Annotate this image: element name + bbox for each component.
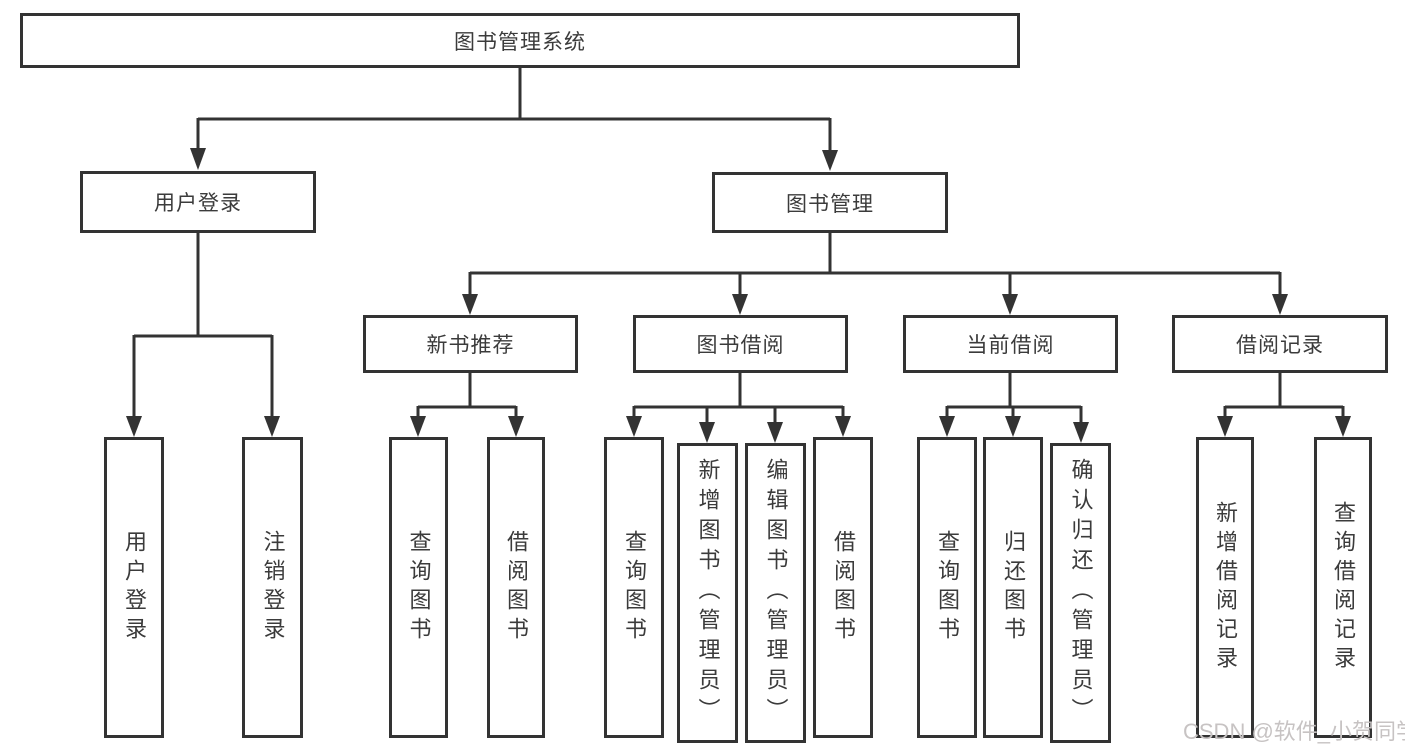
node-book-borrowing-label: 图书借阅 bbox=[696, 334, 785, 357]
connector-currentborrow-to-leaves bbox=[945, 373, 1083, 426]
csdn-watermark: CSDN @软件_小贺同学 bbox=[1183, 719, 1405, 744]
leaf-rec-borrow-books-label: 借阅图书 bbox=[504, 529, 529, 646]
leaf-bb-edit-books-admin-label: 编辑图书（管理员） bbox=[763, 458, 789, 728]
leaf-logout: 注销登录 bbox=[242, 437, 303, 738]
connector-borrowrecord-to-leaves bbox=[1223, 373, 1345, 420]
connector-bookborrow-to-leaves bbox=[632, 373, 845, 426]
leaf-br-query-record-label: 查询借阅记录 bbox=[1331, 500, 1356, 675]
leaf-cb-return-books: 归还图书 bbox=[983, 437, 1043, 738]
leaf-logout-label: 注销登录 bbox=[260, 529, 286, 646]
connector-bookmgmt-to-level3 bbox=[468, 233, 1282, 297]
leaf-rec-query-books-label: 查询图书 bbox=[406, 529, 432, 646]
leaf-rec-query-books: 查询图书 bbox=[389, 437, 448, 738]
leaf-user-login-label: 用户登录 bbox=[122, 529, 147, 646]
connector-userlogin-to-leaves bbox=[132, 232, 274, 419]
leaf-cb-query-books: 查询图书 bbox=[917, 437, 977, 738]
node-book-borrowing: 图书借阅 bbox=[633, 315, 848, 373]
arrowheads-newbookrec-leaves bbox=[410, 416, 524, 437]
leaf-cb-query-books-label: 查询图书 bbox=[935, 529, 960, 646]
leaf-bb-borrow-books: 借阅图书 bbox=[813, 437, 873, 738]
leaf-cb-confirm-return-admin-label: 确认归还（管理员） bbox=[1068, 458, 1094, 728]
node-root-library-management-system: 图书管理系统 bbox=[20, 13, 1020, 68]
node-current-borrowing-label: 当前借阅 bbox=[966, 334, 1055, 357]
leaf-cb-confirm-return-admin: 确认归还（管理员） bbox=[1050, 443, 1111, 743]
leaf-br-query-record: 查询借阅记录 bbox=[1314, 437, 1372, 738]
arrowheads-level2 bbox=[190, 148, 838, 171]
arrowheads-userlogin-leaves bbox=[126, 416, 280, 437]
node-borrowing-records: 借阅记录 bbox=[1172, 315, 1388, 373]
leaf-bb-query-books-label: 查询图书 bbox=[622, 529, 647, 646]
leaf-bb-edit-books-admin: 编辑图书（管理员） bbox=[745, 443, 806, 743]
node-borrowing-records-label: 借阅记录 bbox=[1236, 334, 1324, 357]
leaf-rec-borrow-books: 借阅图书 bbox=[487, 437, 545, 738]
node-user-login: 用户登录 bbox=[80, 171, 316, 233]
arrowheads-bookborrow-leaves bbox=[626, 416, 851, 443]
arrowheads-currentborrow-leaves bbox=[939, 416, 1089, 443]
leaf-bb-add-books-admin: 新增图书（管理员） bbox=[677, 443, 738, 743]
leaf-br-add-record: 新增借阅记录 bbox=[1196, 437, 1254, 738]
node-new-book-recommendation-label: 新书推荐 bbox=[426, 334, 515, 357]
arrowheads-level3 bbox=[462, 294, 1288, 315]
node-current-borrowing: 当前借阅 bbox=[903, 315, 1118, 373]
connector-newbookrec-to-leaves bbox=[416, 373, 518, 420]
leaf-br-add-record-label: 新增借阅记录 bbox=[1213, 500, 1238, 675]
leaf-cb-return-books-label: 归还图书 bbox=[1001, 529, 1026, 646]
leaf-bb-query-books: 查询图书 bbox=[604, 437, 664, 738]
node-new-book-recommendation: 新书推荐 bbox=[363, 315, 578, 373]
connector-root-to-level2 bbox=[196, 68, 832, 154]
node-user-login-label: 用户登录 bbox=[154, 192, 242, 215]
arrowheads-borrowrecord-leaves bbox=[1217, 416, 1351, 437]
leaf-bb-borrow-books-label: 借阅图书 bbox=[831, 529, 856, 646]
node-book-management: 图书管理 bbox=[712, 172, 948, 233]
leaf-user-login: 用户登录 bbox=[104, 437, 164, 738]
leaf-bb-add-books-admin-label: 新增图书（管理员） bbox=[695, 458, 721, 728]
node-root-label: 图书管理系统 bbox=[454, 30, 586, 54]
node-book-management-label: 图书管理 bbox=[786, 192, 874, 216]
